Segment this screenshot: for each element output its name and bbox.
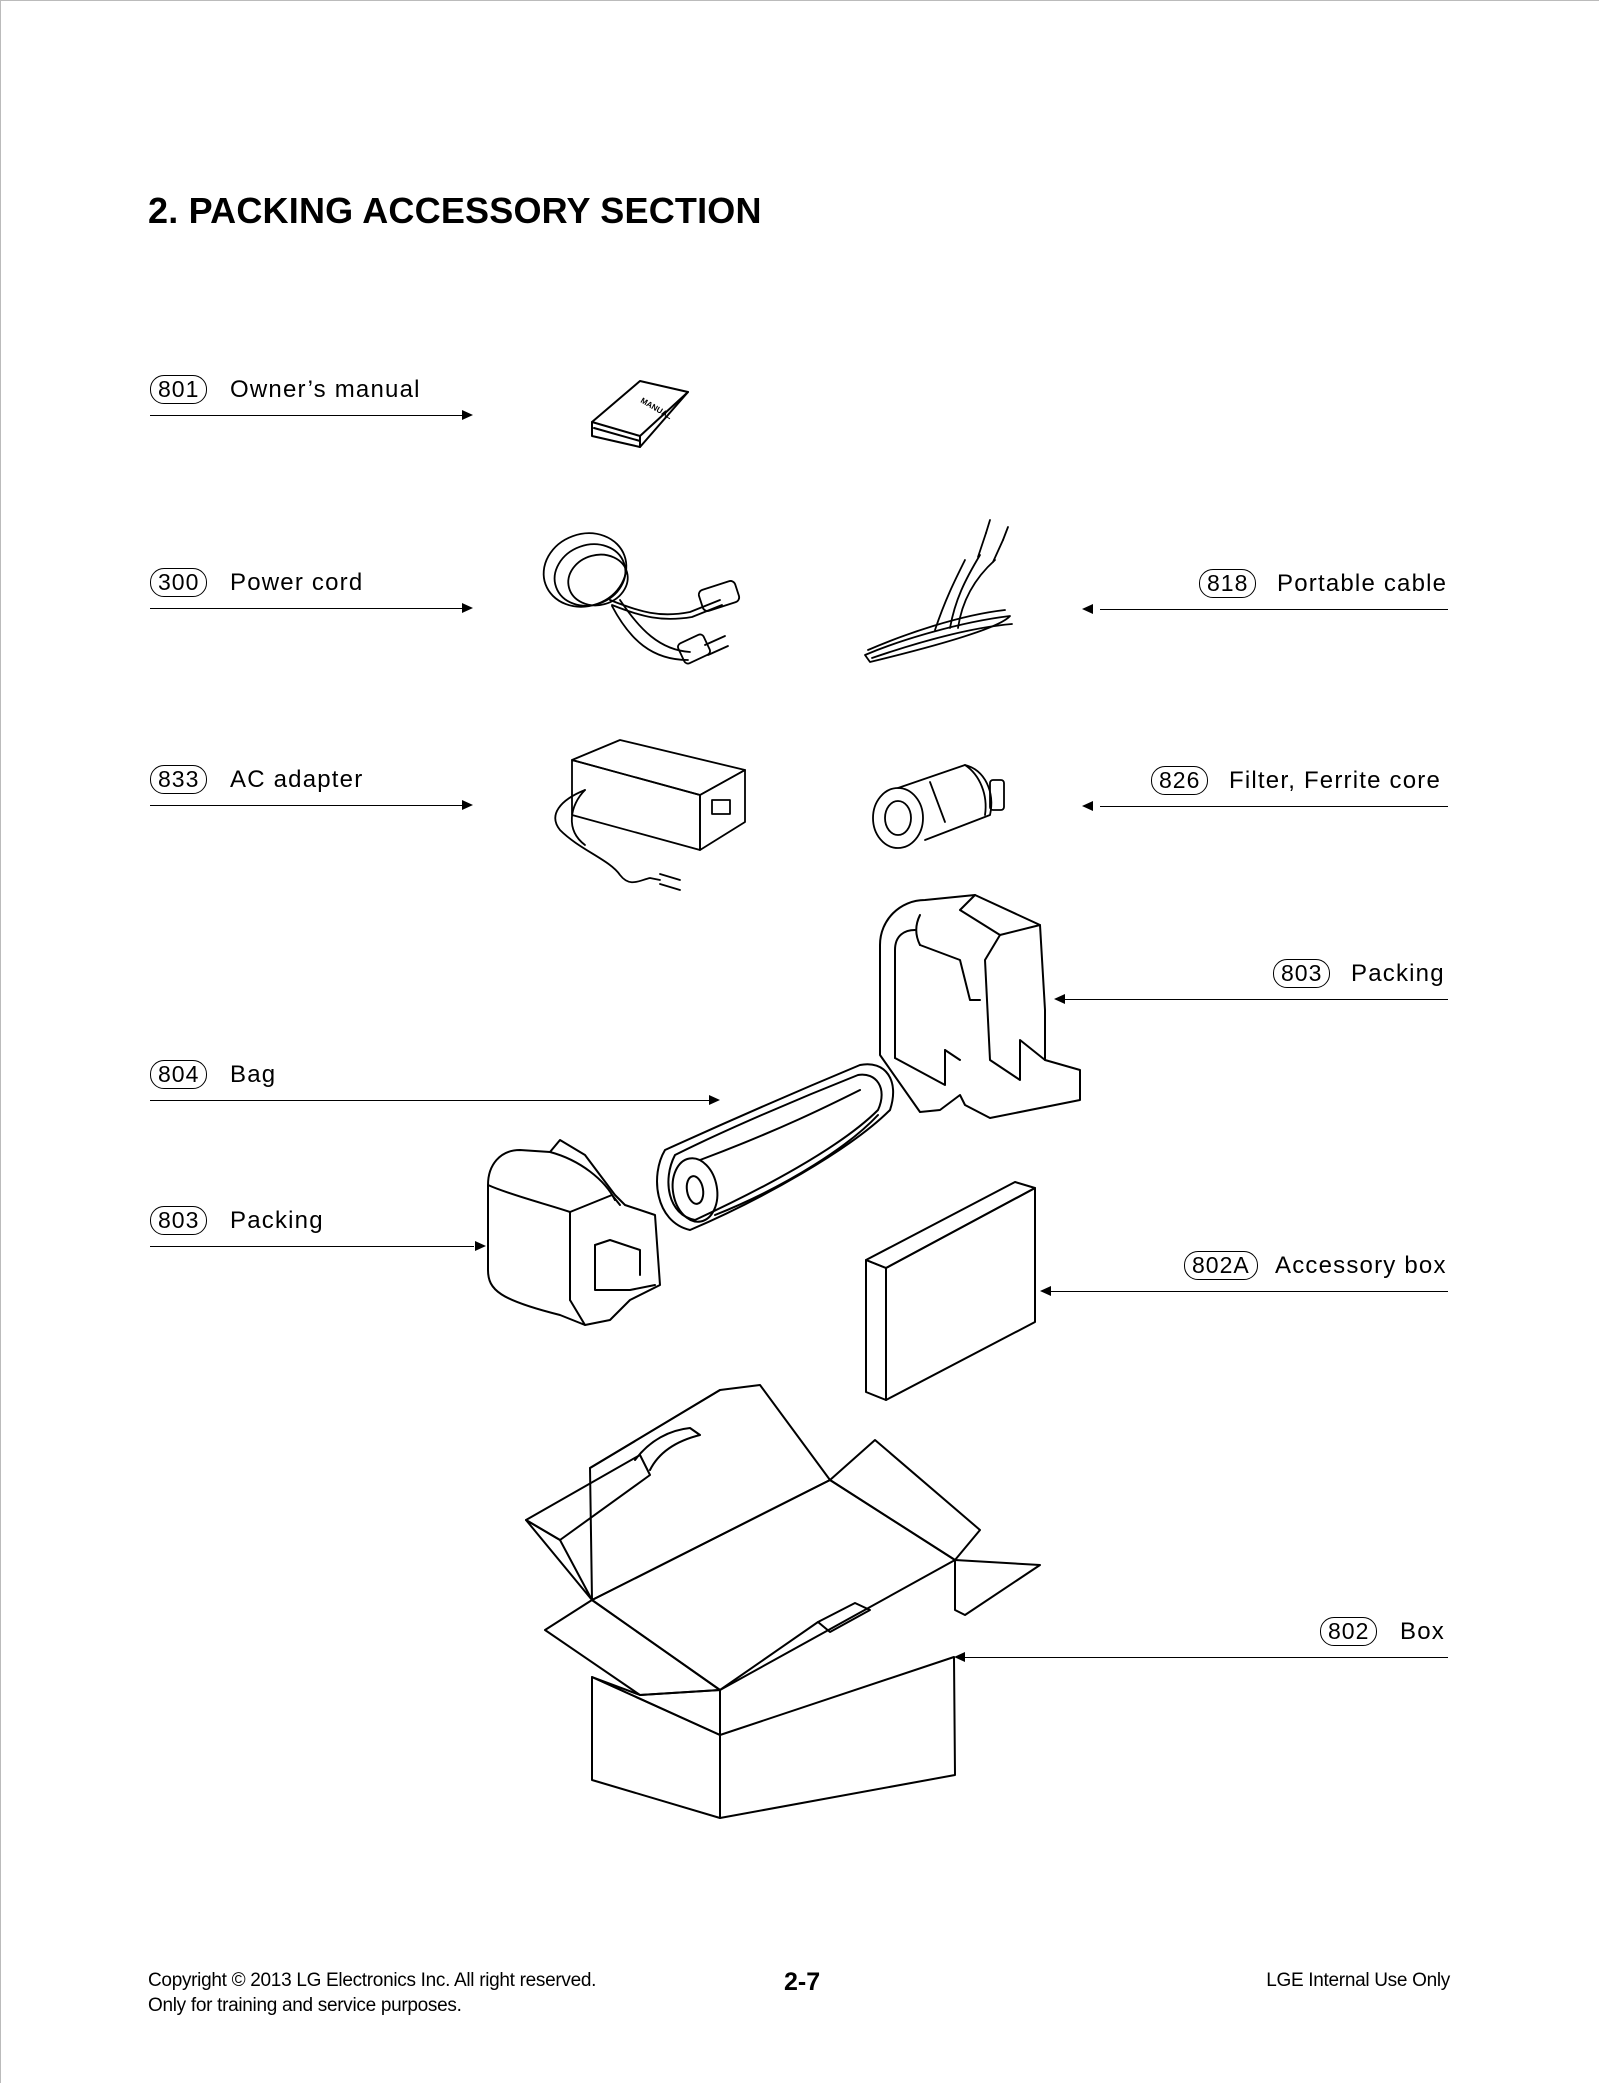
leader-line xyxy=(150,415,462,416)
leader-line xyxy=(1100,609,1448,610)
callout-802: 802 Box xyxy=(960,1617,1448,1658)
callout-803-lower: 803 Packing xyxy=(150,1206,484,1247)
leader-line xyxy=(1045,1291,1448,1292)
power-cord-icon xyxy=(542,532,741,665)
callout-802a: 802A Accessory box xyxy=(1045,1251,1448,1292)
part-label: Accessory box xyxy=(1275,1252,1447,1279)
part-number-badge: 804 xyxy=(150,1060,208,1089)
leader-line xyxy=(1100,806,1448,807)
part-number-badge: 826 xyxy=(1151,766,1209,795)
bag-icon xyxy=(656,1063,895,1231)
portable-cable-icon xyxy=(864,519,1013,663)
callout-801: 801 Owner’s manual xyxy=(150,375,472,416)
owners-manual-icon: MANUAL xyxy=(591,380,689,448)
ferrite-core-icon xyxy=(872,764,1005,849)
part-number-badge: 833 xyxy=(150,765,208,794)
part-number-badge: 801 xyxy=(150,375,208,404)
footer-internal-use: LGE Internal Use Only xyxy=(1266,1970,1450,1991)
packing-upper-icon xyxy=(879,894,1081,1119)
part-label: Portable cable xyxy=(1277,570,1448,597)
page-title: 2. PACKING ACCESSORY SECTION xyxy=(148,190,762,231)
footer-copyright: Copyright © 2013 LG Electronics Inc. All… xyxy=(148,1970,597,1991)
part-label: Packing xyxy=(230,1207,324,1234)
part-label: Box xyxy=(1400,1618,1445,1645)
manual-cover-text: MANUAL xyxy=(639,396,674,421)
leader-arrowheads xyxy=(462,410,1093,1662)
callout-803-upper: 803 Packing xyxy=(1060,959,1448,1000)
callout-300: 300 Power cord xyxy=(150,568,472,609)
part-label: Bag xyxy=(230,1061,277,1088)
leader-line xyxy=(150,608,462,609)
part-number-badge: 803 xyxy=(1273,959,1331,988)
callout-804: 804 Bag xyxy=(150,1060,720,1101)
footer-training-note: Only for training and service purposes. xyxy=(148,1995,462,2016)
callout-826: 826 Filter, Ferrite core xyxy=(1090,766,1448,807)
ac-adapter-icon xyxy=(554,739,746,891)
part-number-badge: 818 xyxy=(1199,569,1257,598)
part-label: Packing xyxy=(1351,960,1445,987)
part-number-badge: 300 xyxy=(150,568,208,597)
callout-818: 818 Portable cable xyxy=(1090,569,1448,610)
packing-lower-icon xyxy=(487,1139,661,1326)
part-label: Owner’s manual xyxy=(230,376,421,403)
leader-line xyxy=(150,1100,710,1101)
leader-line xyxy=(150,805,462,806)
shipping-box-icon xyxy=(525,1384,1041,1819)
part-label: AC adapter xyxy=(230,766,364,793)
accessory-box-icon xyxy=(865,1181,1036,1401)
part-label: Power cord xyxy=(230,569,364,596)
part-number-badge: 802 xyxy=(1320,1617,1378,1646)
leader-line xyxy=(1060,999,1448,1000)
callout-833: 833 AC adapter xyxy=(150,765,472,806)
leader-line xyxy=(150,1246,474,1247)
part-number-badge: 802A xyxy=(1184,1251,1258,1280)
part-label: Filter, Ferrite core xyxy=(1229,767,1442,794)
part-number-badge: 803 xyxy=(150,1206,208,1235)
page-number: 2-7 xyxy=(784,1968,821,1996)
leader-line xyxy=(960,1657,1448,1658)
